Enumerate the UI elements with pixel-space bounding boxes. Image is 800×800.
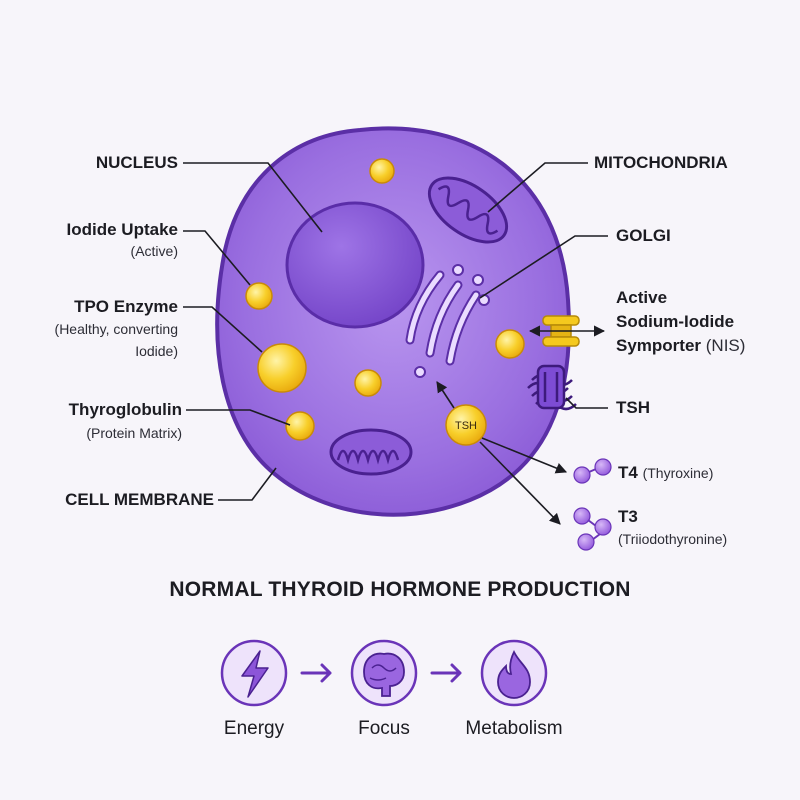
leader-tpo <box>183 306 263 353</box>
flame-icon <box>497 649 531 699</box>
label-nucleus: NUCLEUS <box>95 153 178 172</box>
label-nis-3-sub: (NIS) <box>705 336 746 355</box>
t4-molecule <box>573 458 612 484</box>
flow-arrow-1 <box>300 663 332 683</box>
flow-arrow-2 <box>430 663 462 683</box>
metabolism-circle <box>480 639 548 707</box>
energy-circle <box>220 639 288 707</box>
golgi-apparatus <box>405 264 490 378</box>
leader-iodide <box>183 230 251 286</box>
arrow-t3 <box>479 441 561 525</box>
tsh-bubble <box>445 404 487 446</box>
flow-label-focus: Focus <box>358 718 410 739</box>
nucleus <box>285 201 425 329</box>
arrow-t4 <box>481 437 568 474</box>
iodide-granule <box>245 282 273 310</box>
leader-thyroglobulin <box>186 409 291 426</box>
flow-label-energy: Energy <box>223 718 285 739</box>
lightning-icon <box>241 650 269 698</box>
label-cell-membrane: CELL MEMBRANE <box>65 490 214 509</box>
label-golgi: GOLGI <box>616 226 671 245</box>
label-nis-3-main: Symporter <box>616 336 702 355</box>
leader-mitochondria <box>487 162 588 213</box>
label-t3: T3 <box>618 507 638 526</box>
label-t4: T4 (Thyroxine) <box>618 463 713 483</box>
label-iodide-uptake: Iodide Uptake <box>66 220 178 239</box>
label-nis-1: Active <box>616 288 668 307</box>
label-iodide-uptake-sub: (Active) <box>130 243 178 259</box>
label-nis-3: Symporter (NIS) <box>616 336 745 356</box>
mitochondrion-bottom <box>329 428 413 476</box>
label-tpo-enzyme: TPO Enzyme <box>74 297 178 316</box>
label-t4-sub: (Thyroxine) <box>642 465 714 481</box>
label-mitochondria: MITOCHONDRIA <box>594 153 728 172</box>
leader-nucleus <box>183 162 323 233</box>
flow-label-metabolism: Metabolism <box>465 718 563 739</box>
label-tpo-sub-2: Iodide) <box>135 343 178 359</box>
label-t3-sub: (Triiodothyronine) <box>618 531 728 547</box>
leader-membrane <box>218 467 277 501</box>
label-thyroglobulin: Thyroglobulin <box>68 400 182 419</box>
granule <box>354 369 382 397</box>
label-tsh: TSH <box>616 398 650 417</box>
tsh-bubble-label: TSH <box>455 420 477 432</box>
label-tpo-sub-1: (Healthy, converting <box>54 321 178 337</box>
thyroglobulin-granule <box>285 411 315 441</box>
label-nis-2: Sodium-Iodide <box>616 312 735 331</box>
diagram-title: NORMAL THYROID HORMONE PRODUCTION <box>169 578 631 601</box>
arrow-tsh-golgi <box>436 381 455 409</box>
brain-icon <box>363 652 405 697</box>
leader-golgi <box>479 235 608 299</box>
label-t4-main: T4 <box>618 463 638 482</box>
focus-circle <box>350 639 418 707</box>
mitochondrion-top <box>427 176 509 244</box>
tsh-receptor <box>527 364 577 411</box>
label-thyroglobulin-sub: (Protein Matrix) <box>86 425 182 441</box>
granule <box>369 158 395 184</box>
leader-tsh-receptor <box>565 397 608 409</box>
t3-molecule <box>573 507 612 551</box>
tpo-enzyme-granule <box>257 343 307 393</box>
nis-granule <box>495 329 525 359</box>
